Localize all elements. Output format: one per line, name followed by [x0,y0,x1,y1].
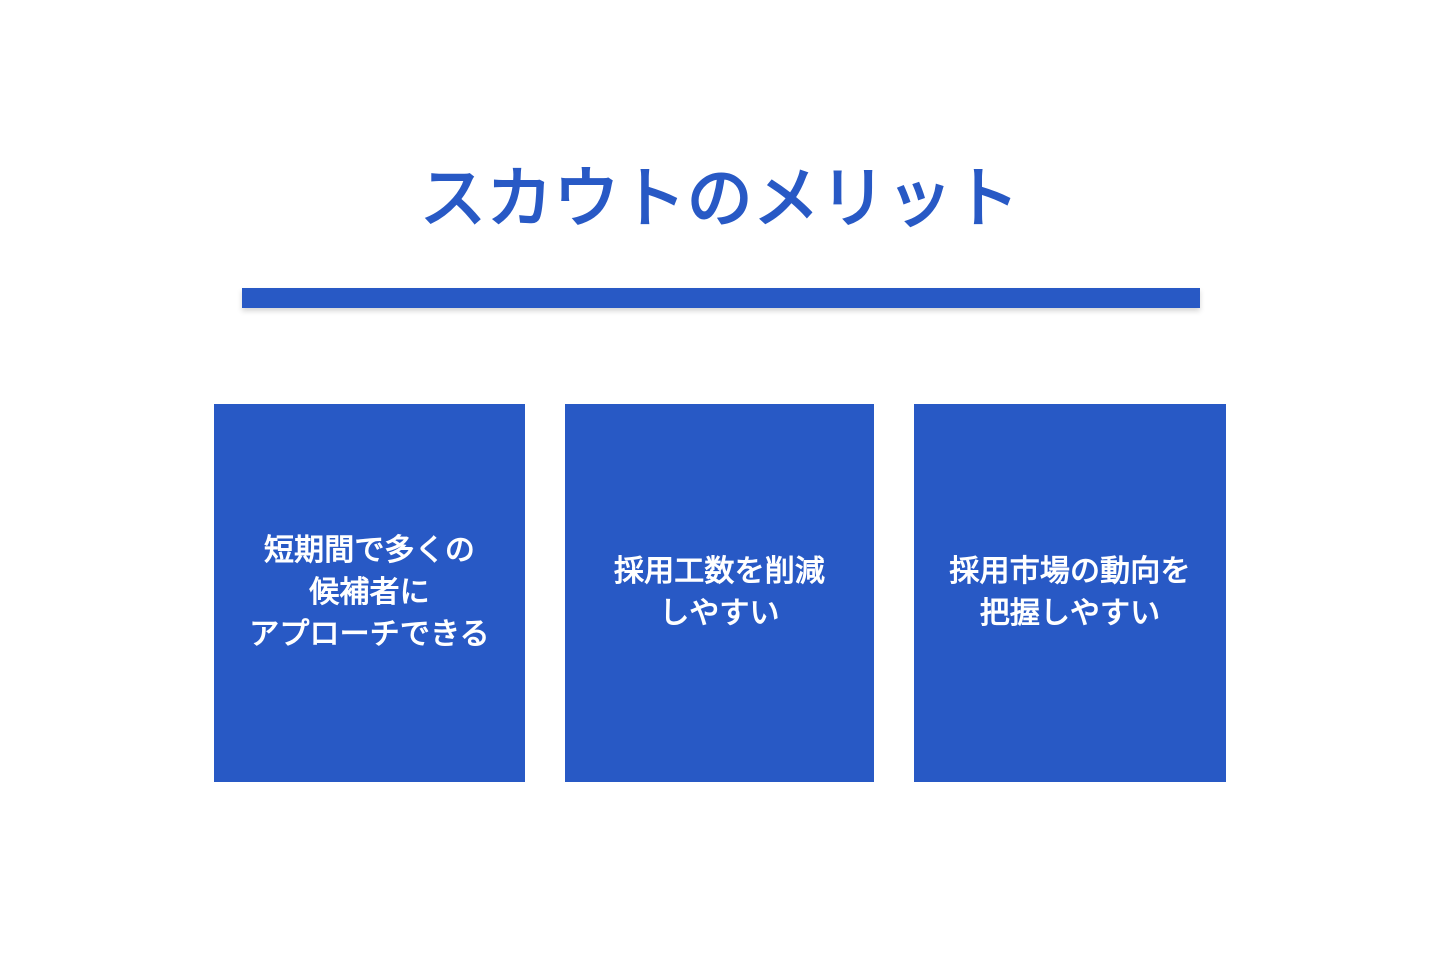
benefit-card-1-text: 短期間で多くの 候補者に アプローチできる [249,534,490,651]
benefit-card-2: 採用工数を削減 しやすい [565,404,874,782]
title-underline-bar [242,288,1200,308]
page-title: スカウトのメリット [420,161,1020,235]
benefit-cards-row: 短期間で多くの 候補者に アプローチできる 採用工数を削減 しやすい 採用市場の… [214,404,1226,782]
benefit-card-3: 採用市場の動向を 把握しやすい [914,404,1226,782]
benefit-card-1: 短期間で多くの 候補者に アプローチできる [214,404,525,782]
benefit-card-3-text: 採用市場の動向を 把握しやすい [949,555,1191,630]
title-block: スカウトのメリット [0,160,1440,238]
benefit-card-2-text: 採用工数を削減 しやすい [613,555,826,630]
